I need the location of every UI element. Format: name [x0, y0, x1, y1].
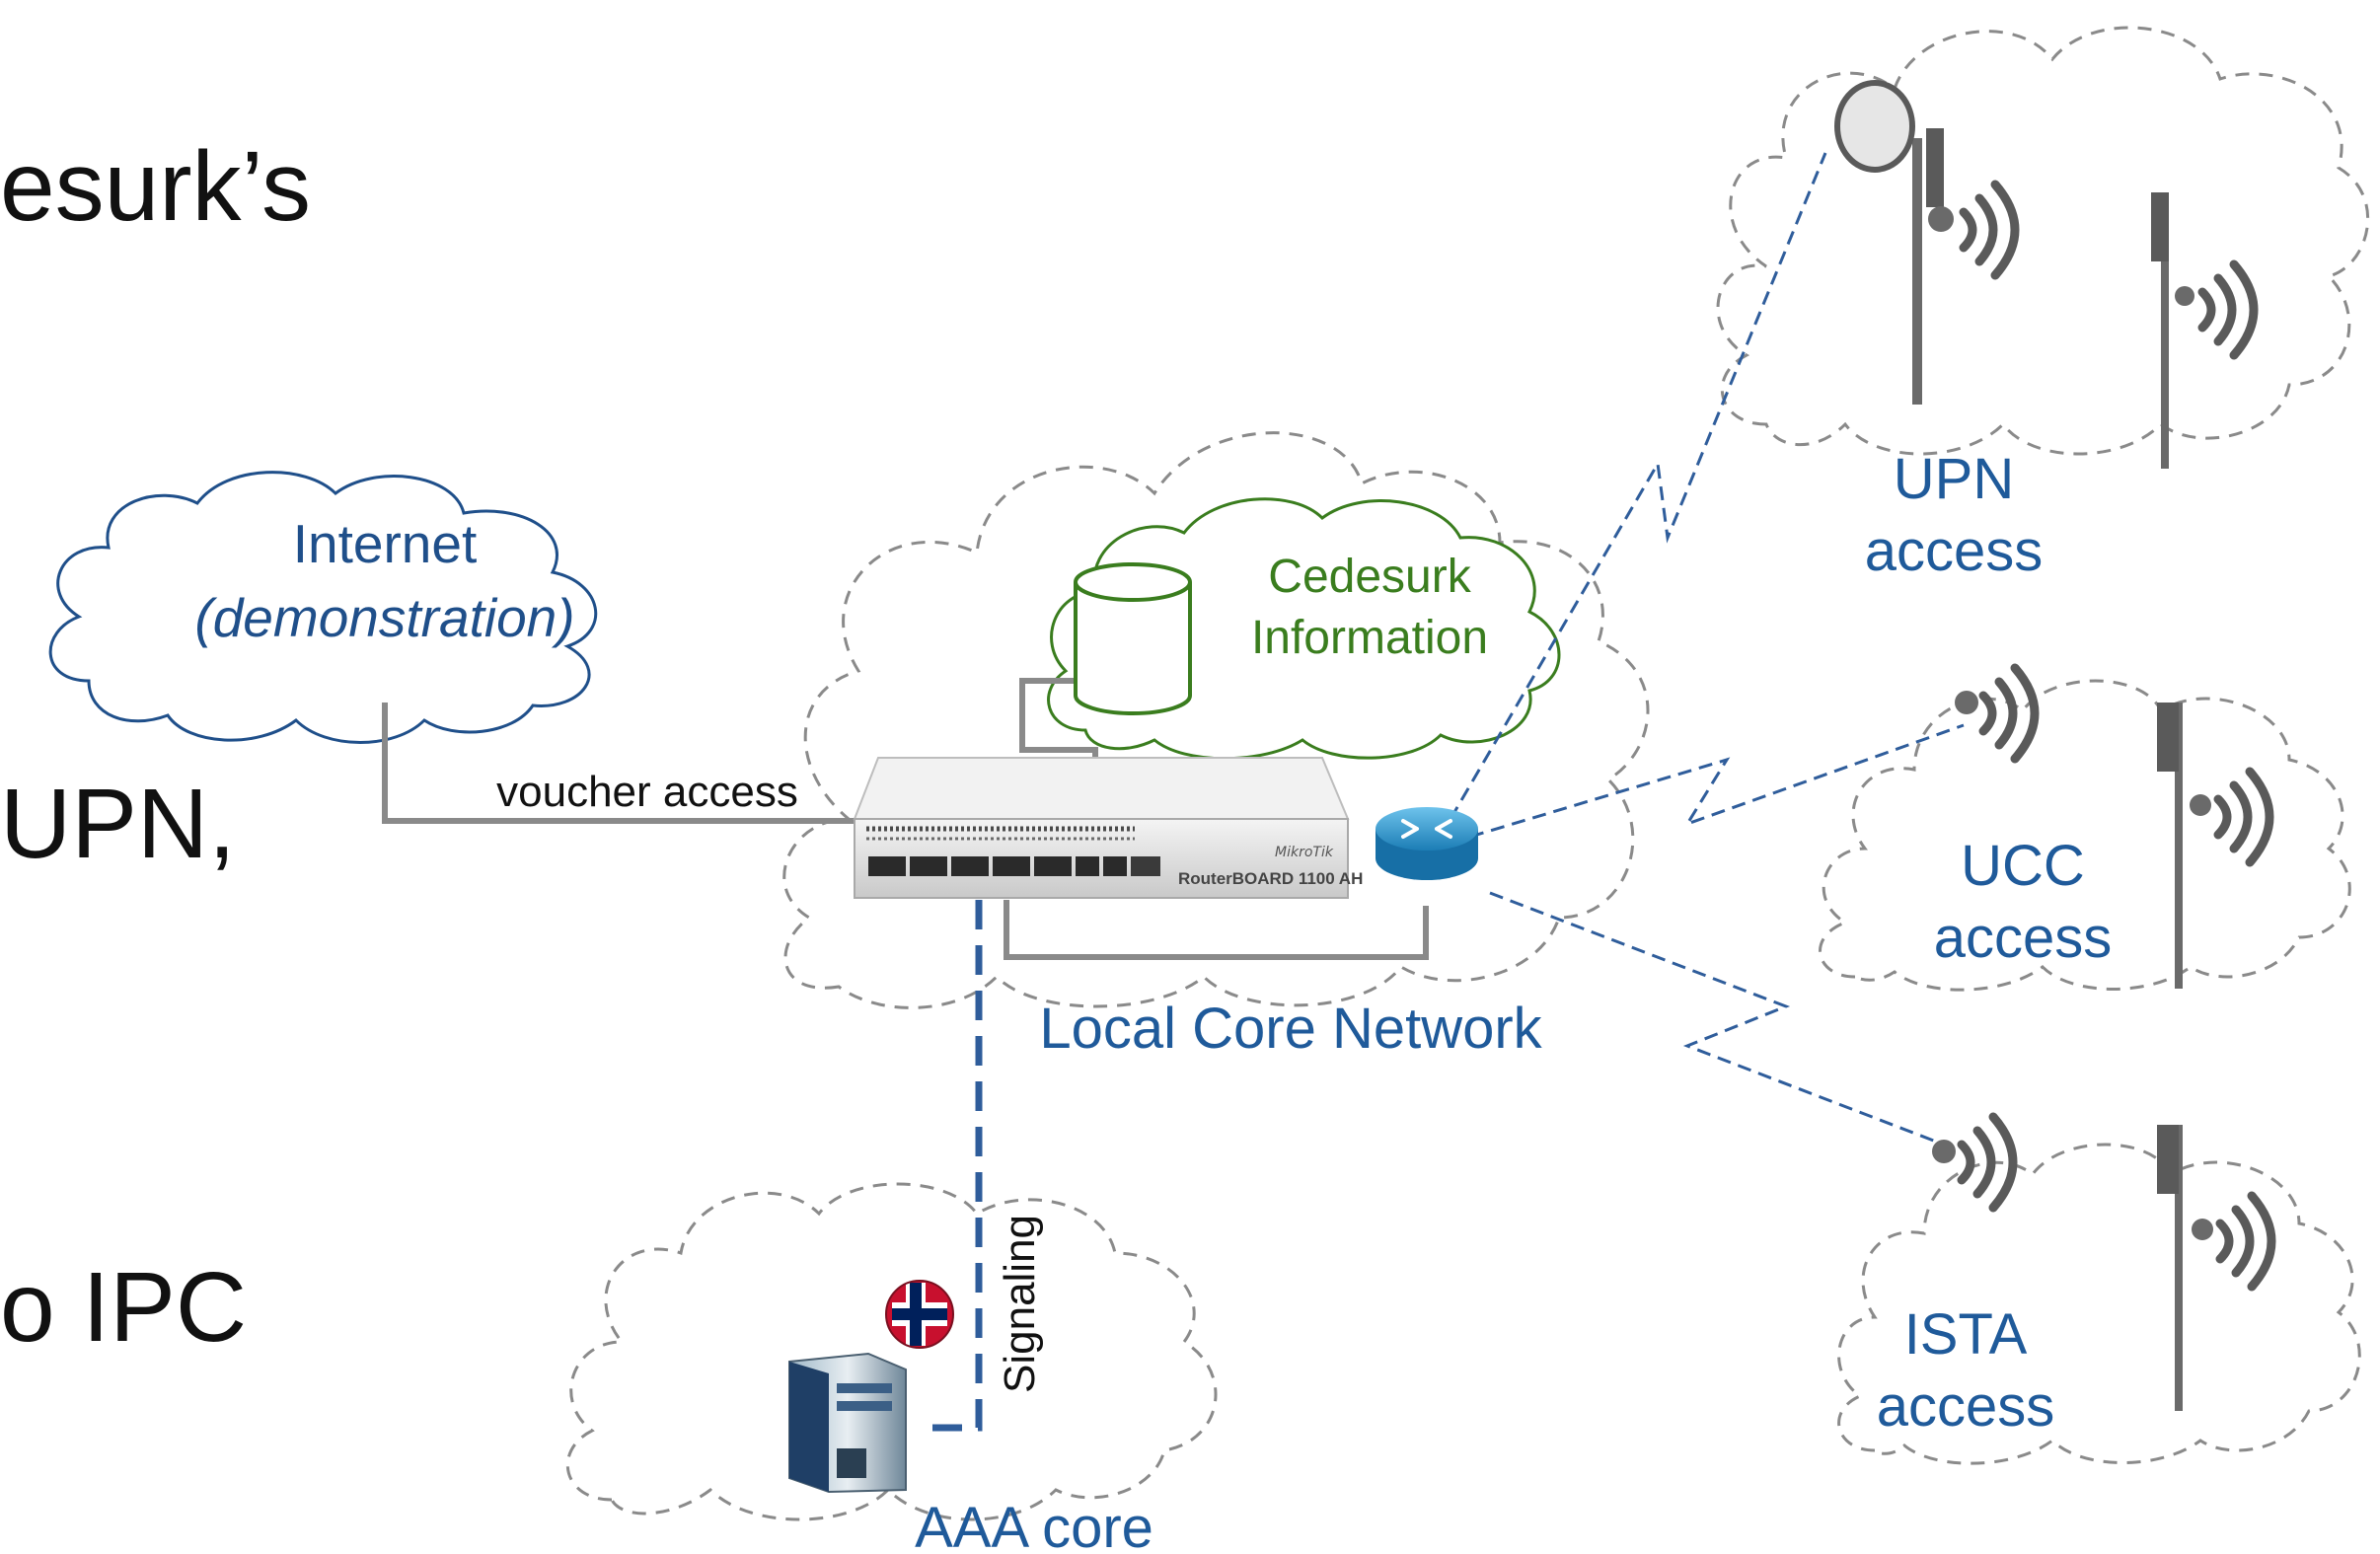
ista-subtitle: access [1877, 1374, 2055, 1439]
wifi-antenna-icon [2151, 192, 2254, 469]
mikrotik-router: MikroTik RouterBOARD 1100 AH [853, 757, 1363, 899]
upn-title: UPN [1894, 447, 2014, 511]
cedesurk-title: Cedesurk [1268, 551, 1471, 603]
router-icon [1376, 807, 1478, 880]
local-core-label: Local Core Network [1039, 997, 1542, 1061]
ethernet-ports [868, 856, 1160, 876]
internet-title: Internet [293, 513, 478, 574]
dish-antenna-icon [1834, 80, 2015, 405]
database-icon [1074, 562, 1192, 715]
upn-wireless-link [1449, 152, 1827, 820]
wifi-antenna-icon [2157, 1125, 2271, 1411]
voucher-link [382, 703, 858, 824]
signaling-label: Signaling [996, 1215, 1044, 1393]
wifi-antenna-icon [1955, 668, 2035, 759]
server-icon [788, 1352, 907, 1494]
ista-wireless-link [1489, 891, 1945, 1147]
slide-text-fragment-3: o IPC [0, 1252, 248, 1363]
norway-flag-icon [885, 1280, 954, 1349]
ucc-cloud [1819, 679, 2351, 992]
voucher-access-label: voucher access [496, 768, 798, 816]
internet-cloud [48, 471, 598, 744]
aaa-cloud [565, 1182, 1218, 1521]
ista-cloud [1837, 1143, 2361, 1465]
slide-text-fragment-2: UPN, [0, 769, 236, 879]
slide-text-fragment-1: esurk’s [0, 131, 311, 242]
wifi-antenna-icon [2157, 703, 2269, 989]
signaling-link [923, 900, 983, 1432]
database-link [1019, 678, 1098, 758]
router-brand: MikroTik [1275, 845, 1334, 860]
local-core-cloud [782, 431, 1650, 1009]
upn-subtitle: access [1865, 519, 2044, 583]
ista-title: ISTA [1904, 1302, 2028, 1367]
ucc-subtitle: access [1934, 906, 2113, 970]
core-link [1004, 900, 1429, 960]
wifi-antenna-icon [1932, 1117, 2013, 1208]
aaa-core-label: AAA core [915, 1496, 1153, 1554]
cedesurk-subtitle: Information [1251, 612, 1488, 664]
internet-subtitle: (demonstration) [194, 587, 574, 648]
router-model: RouterBOARD 1100 AH [1178, 869, 1363, 888]
ucc-title: UCC [1961, 834, 2085, 898]
ucc-wireless-link [1469, 723, 1965, 839]
upn-cloud [1716, 26, 2370, 456]
